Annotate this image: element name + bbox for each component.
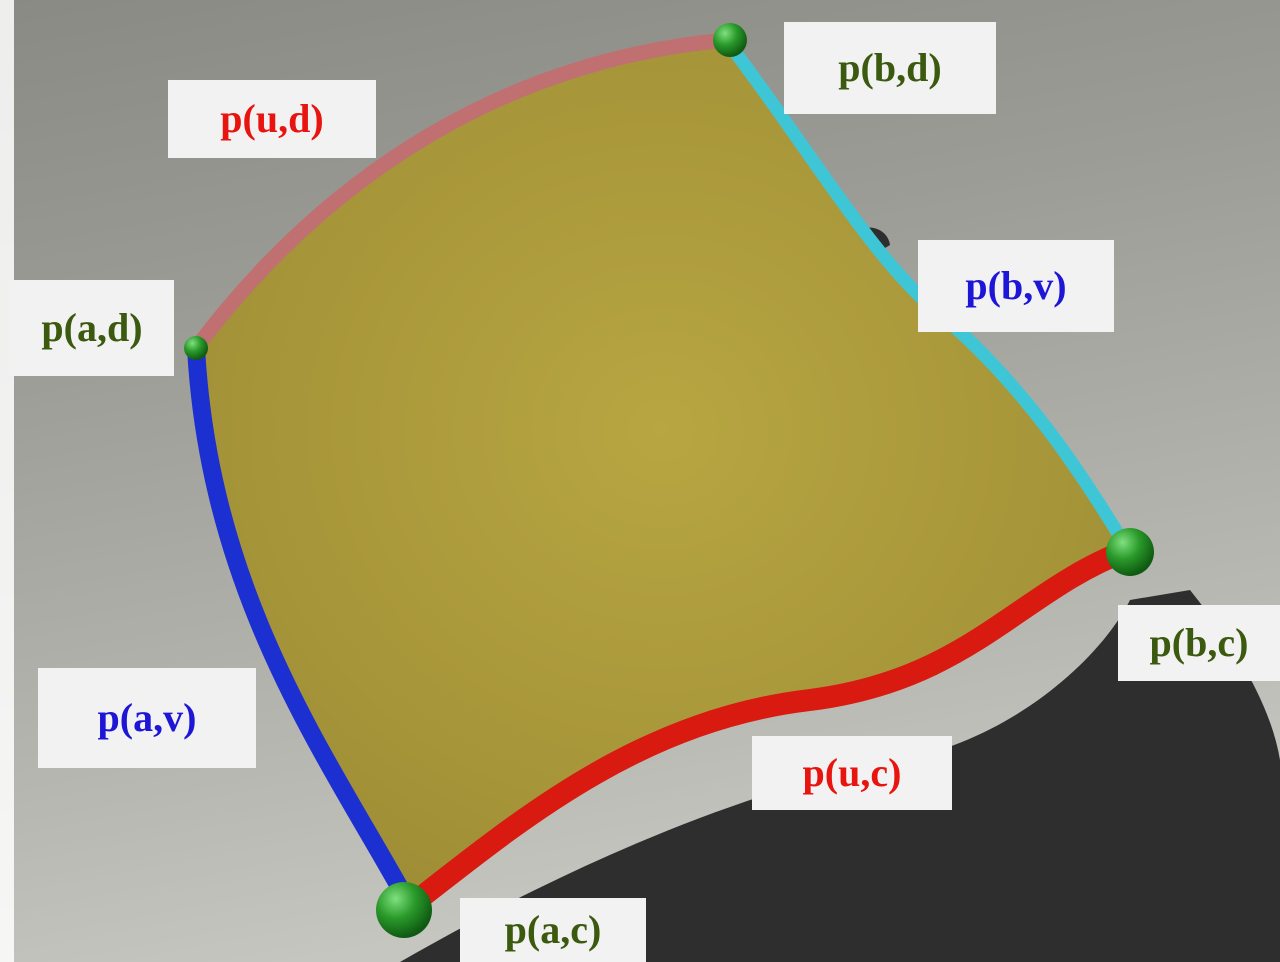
corner-point-b-c: [1106, 528, 1154, 576]
label-p-a-d: p(a,d): [10, 280, 174, 376]
corner-point-a-c: [376, 882, 432, 938]
corner-point-b-d: [713, 23, 747, 57]
label-p-b-c: p(b,c): [1118, 605, 1280, 681]
label-p-b-v: p(b,v): [918, 240, 1114, 332]
label-p-a-v: p(a,v): [38, 668, 256, 768]
label-p-u-d: p(u,d): [168, 80, 376, 158]
left-vignette: [0, 0, 14, 962]
corner-point-a-d: [184, 336, 208, 360]
label-p-u-c: p(u,c): [752, 736, 952, 810]
label-p-a-c: p(a,c): [460, 898, 646, 962]
label-p-b-d: p(b,d): [784, 22, 996, 114]
